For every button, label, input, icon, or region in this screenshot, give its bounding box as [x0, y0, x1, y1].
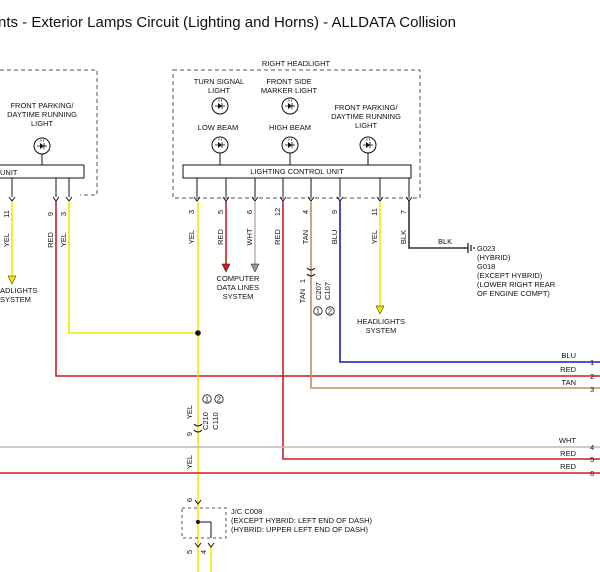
jc-pin-5: 5 [185, 550, 194, 554]
right-headlight-title: RIGHT HEADLIGHT [262, 59, 331, 68]
right-wire-wht: WHT [245, 228, 254, 245]
low-beam-lamp-icon [211, 136, 229, 154]
right-pin-6: 6 [245, 210, 254, 214]
right-pin-4: 4 [301, 210, 310, 214]
right-wire-yel: YEL [187, 230, 196, 244]
jc008-box [181, 499, 227, 548]
c210-wire: YEL [185, 405, 194, 419]
right-pin-9: 9 [330, 210, 339, 214]
left-parking-lamp-icon [33, 137, 51, 155]
c110-label: C110 [211, 412, 220, 429]
bus-num-3: 3 [590, 385, 594, 394]
right-wire-red-2: RED [273, 229, 282, 245]
left-unit-label: UNIT [0, 168, 18, 177]
right-pin-5: 5 [216, 210, 225, 214]
bus-num-4: 4 [590, 443, 594, 452]
low-beam-label: LOW BEAM [198, 123, 238, 132]
c107-label: C107 [323, 282, 332, 300]
high-beam-label: HIGH BEAM [269, 123, 311, 132]
right-pin-12: 12 [273, 208, 282, 216]
right-wire-blk: BLK [399, 230, 408, 244]
bus-label-red: RED [560, 365, 576, 374]
bus-label-red-2: RED [560, 449, 576, 458]
c210-label: C210 [201, 412, 210, 430]
right-wire-blu: BLU [330, 230, 339, 245]
right-pin-7: 7 [399, 210, 408, 214]
right-wire-tan: TAN [301, 230, 310, 244]
bus-num-1: 1 [590, 358, 594, 367]
right-pin-11: 11 [370, 208, 379, 216]
bus-label-tan: TAN [562, 378, 576, 387]
bus-label-blu: BLU [561, 351, 576, 360]
left-pin-3: 3 [59, 212, 68, 216]
bus-label-red-3: RED [560, 462, 576, 471]
bus-num-6: 6 [590, 469, 594, 478]
side-marker-lamp-icon [281, 97, 299, 115]
jc-pin-6: 6 [185, 498, 194, 502]
right-wire-yel-2: YEL [370, 230, 379, 244]
wire-arrows [7, 263, 385, 315]
right-wire-red: RED [216, 229, 225, 245]
c207-pin: 1 [298, 279, 307, 283]
c210-pin: 9 [185, 432, 194, 436]
bus-num-2: 2 [590, 372, 594, 381]
right-parking-lamp-icon [359, 136, 377, 154]
page-title: nts - Exterior Lamps Circuit (Lighting a… [0, 14, 456, 31]
ground-icon [467, 243, 475, 253]
c207-label: C207 [314, 282, 323, 300]
right-pin-3: 3 [187, 210, 196, 214]
c207-connector-icon [306, 267, 316, 277]
wire-blu-9 [339, 201, 600, 363]
svg-text:1: 1 [205, 395, 209, 404]
svg-text:1: 1 [316, 307, 320, 316]
c207-wire: TAN [298, 289, 307, 303]
wire-red-12 [282, 201, 600, 460]
left-wire-red: RED [46, 232, 55, 248]
left-pin-9: 9 [46, 212, 55, 216]
lighting-control-unit-label: LIGHTING CONTROL UNIT [250, 167, 344, 176]
bus-label-wht: WHT [559, 436, 576, 445]
wire-blk-7 [408, 201, 468, 249]
left-wire-yel-2: YEL [59, 233, 68, 247]
wire-left-red-9 [55, 201, 600, 377]
wire-tan-4 [310, 201, 600, 389]
left-pin-11: 11 [2, 210, 11, 218]
bus-labels: BLU 1 RED 2 TAN 3 WHT 4 RED 5 RED 6 [559, 351, 594, 478]
wire-left-yel-3 [68, 201, 199, 334]
circled-numbers: 1 2 1 2 [202, 306, 335, 404]
svg-text:2: 2 [217, 395, 221, 404]
pin-labels: 11 9 3 YEL RED YEL 3 5 6 12 4 9 11 7 YEL… [2, 208, 408, 554]
jc008-label: J/C C008(EXCEPT HYBRID: LEFT END OF DASH… [231, 507, 372, 534]
bus-num-5: 5 [590, 455, 594, 464]
splice-dot [195, 330, 201, 336]
svg-text:2: 2 [328, 307, 332, 316]
c210-connector-icon [193, 423, 203, 433]
lower-wire-yel: YEL [185, 455, 194, 469]
jc-pin-4: 4 [199, 550, 208, 554]
ground-label: G023(HYBRID)G018(EXCEPT HYBRID)(LOWER RI… [477, 244, 556, 298]
left-wire-yel: YEL [2, 233, 11, 247]
blk-label: BLK [438, 237, 452, 246]
high-beam-lamp-icon [281, 136, 299, 154]
turn-signal-lamp-icon [211, 97, 229, 115]
